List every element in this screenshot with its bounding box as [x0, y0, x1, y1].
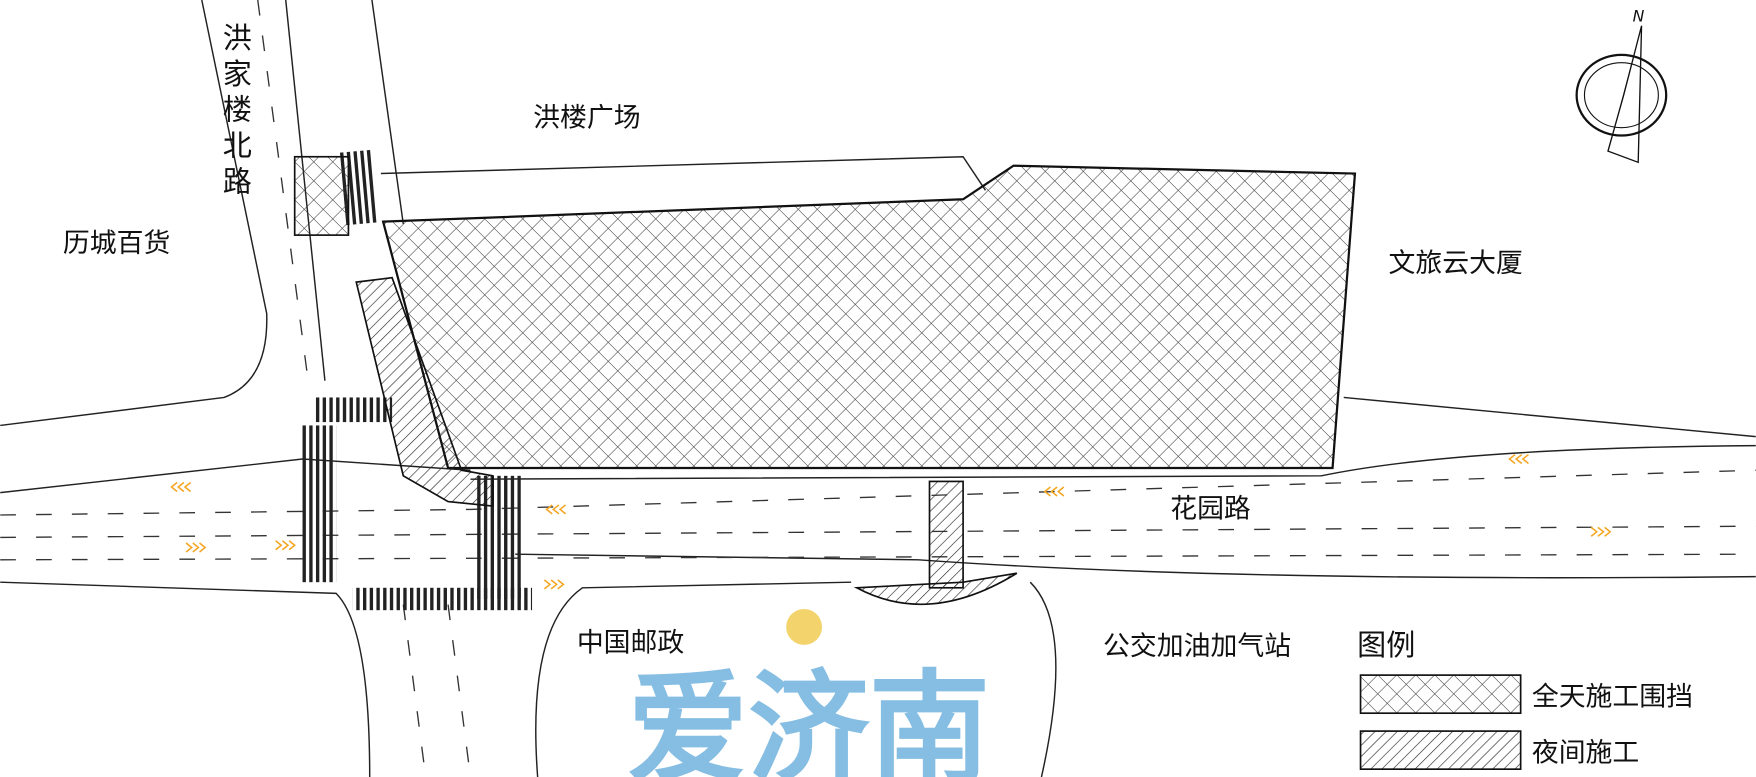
- night-work-zone-arc: [853, 572, 1018, 606]
- chevron-left-icon: [170, 481, 192, 493]
- chevron-right-icon: [1590, 526, 1612, 537]
- chevron-right-icon: [543, 579, 565, 590]
- compass-north-letter: N: [1633, 6, 1645, 25]
- chevron-left-icon: [545, 504, 567, 515]
- legend-swatch-crosshatch: [1359, 674, 1522, 715]
- chevron-left-icon: [1043, 486, 1065, 497]
- watermark-text: 爱济南: [627, 658, 990, 777]
- label-tower: 文旅云大厦: [1389, 248, 1523, 279]
- label-north-road: 洪家楼北路: [218, 22, 252, 201]
- bus-lane-markings: [170, 453, 1612, 590]
- crosswalk-nw: [313, 397, 393, 423]
- legend: 图例 全天施工围挡 夜间施工: [1357, 628, 1693, 771]
- legend-title: 图例: [1357, 628, 1415, 662]
- north-arrow-compass: N: [1575, 6, 1668, 164]
- watermark-logo: 爱济南: [627, 609, 990, 777]
- night-work-zone-west: [355, 276, 494, 507]
- legend-swatch-diagonal: [1359, 730, 1522, 771]
- crosswalk-west: [302, 425, 337, 583]
- label-main-road: 花园路: [1170, 493, 1251, 524]
- legend-label-full-day: 全天施工围挡: [1532, 681, 1693, 712]
- full-day-enclosure: [381, 164, 1357, 470]
- legend-label-night: 夜间施工: [1532, 737, 1639, 768]
- label-plaza: 洪楼广场: [533, 103, 640, 134]
- night-work-zone-crossing: [928, 480, 964, 589]
- chevron-right-icon: [185, 542, 207, 553]
- map-labels: 洪家楼北路 洪楼广场 历城百货 文旅云大厦 花园路 中国邮政 公交加油加气站: [63, 22, 1523, 662]
- chevron-right-icon: [275, 540, 296, 551]
- label-department-store: 历城百货: [63, 228, 170, 259]
- label-post-office: 中国邮政: [577, 628, 685, 659]
- chevron-left-icon: [1508, 453, 1529, 465]
- full-day-enclosure-north: [293, 155, 350, 236]
- label-gas-station: 公交加油加气站: [1103, 631, 1291, 662]
